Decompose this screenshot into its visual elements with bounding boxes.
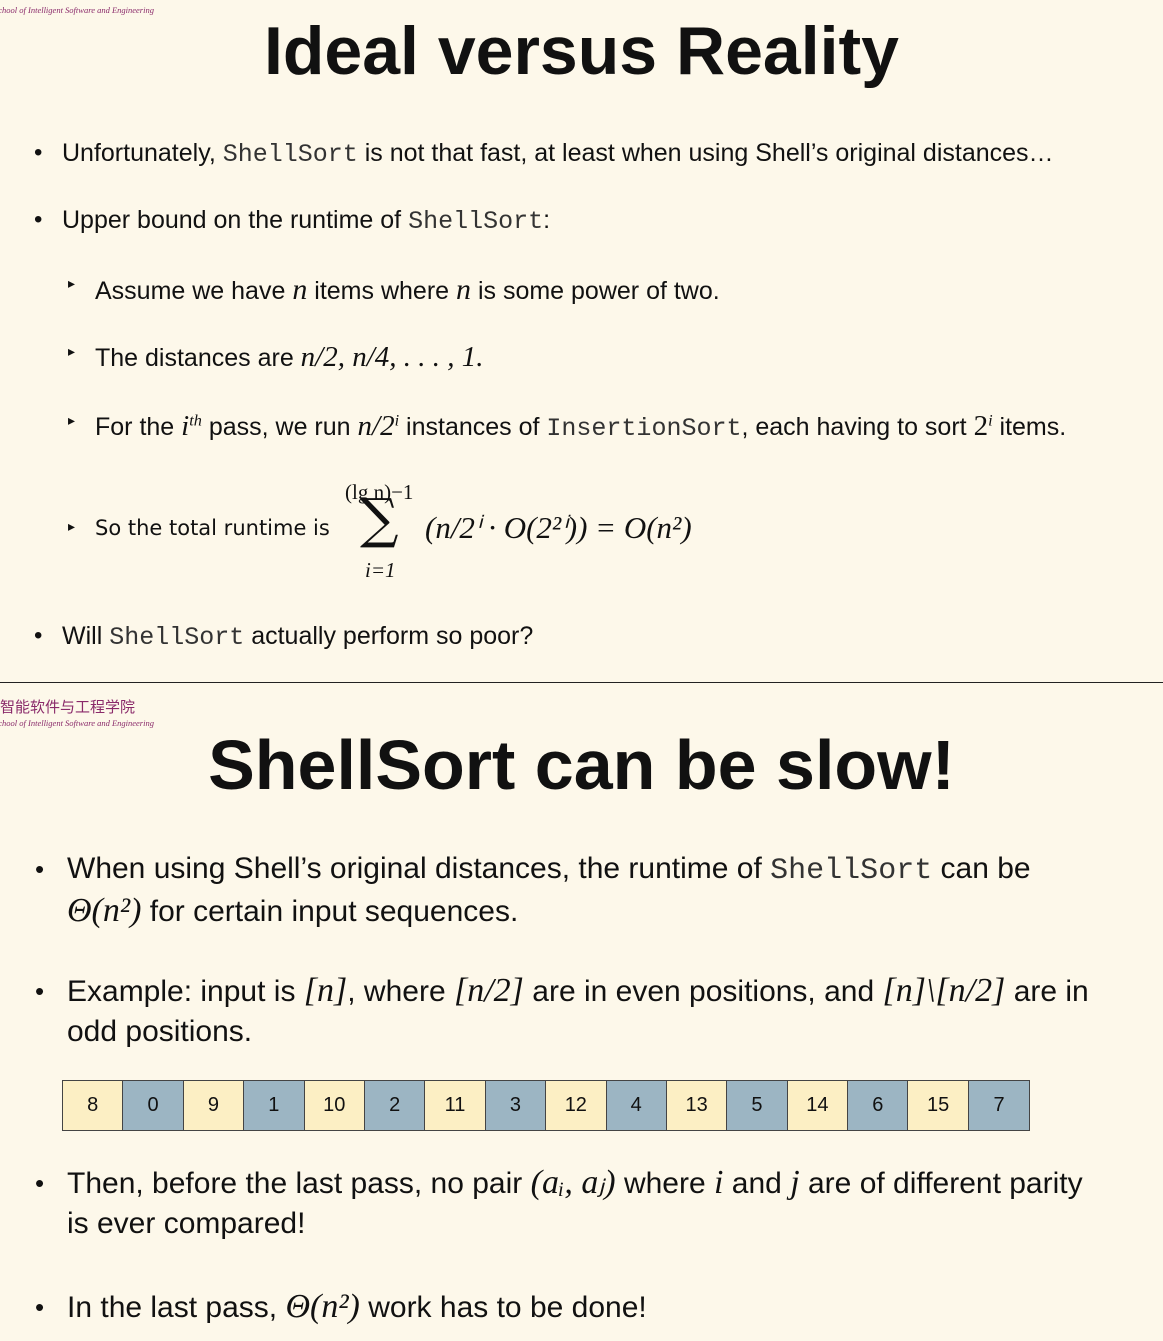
- array-cell: 10: [304, 1081, 365, 1130]
- subbullet-ith-pass: For the ith pass, we run n/2i instances …: [68, 410, 1066, 443]
- array-cell: 0: [123, 1081, 184, 1130]
- school-logo-cn: 智能软件与工程学院: [0, 698, 136, 716]
- array-cell: 14: [787, 1081, 849, 1130]
- array-cell: 9: [183, 1081, 245, 1130]
- bullet-before-last-pass: Then, before the last pass, no pair (aᵢ,…: [35, 1163, 1087, 1244]
- array-cell: 7: [968, 1081, 1030, 1130]
- array-cell: 8: [63, 1081, 124, 1130]
- array-cell: 11: [425, 1081, 486, 1130]
- subbullet-total-runtime: So the total runtime is (lg n)−1 ∑ i=1 (…: [68, 478, 795, 588]
- array-cell: 13: [666, 1081, 728, 1130]
- array-cell: 12: [546, 1081, 607, 1130]
- sum-upper-limit: (lg n)−1: [345, 480, 414, 504]
- bullet-last-pass: In the last pass, Θ(n²) work has to be d…: [35, 1287, 647, 1328]
- slide-title: ShellSort can be slow!: [208, 726, 955, 804]
- slide-divider: [0, 682, 1163, 683]
- slide-shellsort-slow: 智能软件与工程学院 School of Intelligent Software…: [0, 683, 1163, 1341]
- bullet-example: Example: input is [n], where [n/2] are i…: [35, 971, 1137, 1052]
- sum-expression: (n/2ⁱ · O(2²ⁱ)) = O(n²): [425, 510, 692, 545]
- sum-lower-limit: i=1: [365, 558, 396, 582]
- bullet-upper-bound: Upper bound on the runtime of ShellSort:: [34, 206, 550, 236]
- bullet-will-shellsort: Will ShellSort actually perform so poor?: [34, 622, 533, 652]
- slide-title: Ideal versus Reality: [263, 13, 899, 89]
- school-logo-en: School of Intelligent Software and Engin…: [0, 5, 154, 15]
- slide-ideal-vs-reality: School of Intelligent Software and Engin…: [0, 0, 1163, 682]
- subbullet-assume: Assume we have n items where n is some p…: [68, 273, 720, 307]
- array-cell: 3: [485, 1081, 547, 1130]
- array-cell: 15: [908, 1081, 969, 1130]
- array-cell: 2: [364, 1081, 426, 1130]
- array-cell: 1: [244, 1081, 305, 1130]
- school-logo-en: School of Intelligent Software and Engin…: [0, 718, 154, 728]
- array-cell: 5: [727, 1081, 788, 1130]
- sigma-symbol: ∑: [360, 487, 399, 550]
- array-cell: 6: [848, 1081, 909, 1130]
- bullet-original-distances: When using Shell’s original distances, t…: [35, 849, 1127, 932]
- bullet-unfortunately: Unfortunately, ShellSort is not that fas…: [34, 139, 1054, 169]
- subbullet-distances: The distances are n/2, n/4, . . . , 1.: [68, 341, 484, 374]
- array-cell: 4: [606, 1081, 667, 1130]
- total-runtime-label: So the total runtime is: [68, 516, 330, 540]
